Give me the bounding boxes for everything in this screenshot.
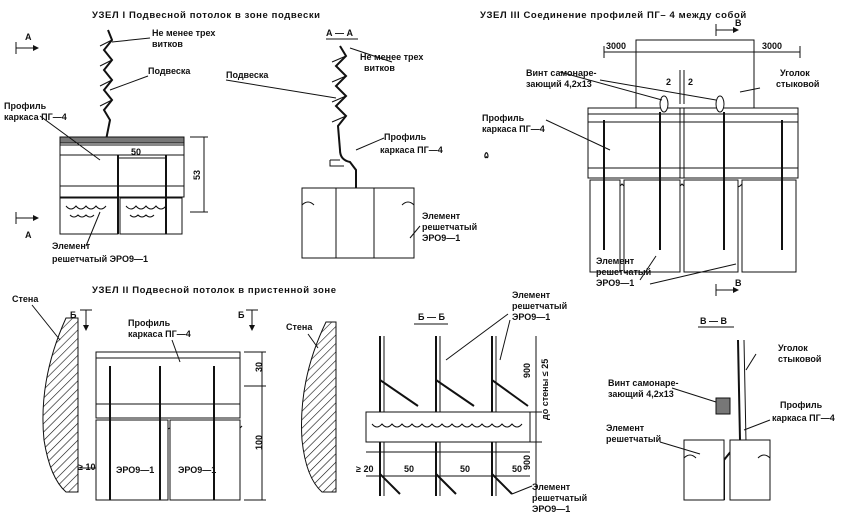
three-turns-label-1a: Не менее трех (152, 28, 215, 38)
profile-label-2a: Профиль (128, 318, 171, 328)
grating-label-1a: Элемент (52, 241, 91, 251)
section-mark-a-bottom: А (25, 230, 32, 240)
three-turns-label-2a: Не менее трех (360, 52, 423, 62)
grating-label-bb-e: решетчатый (532, 493, 587, 503)
hanger-wire-aa (334, 45, 357, 241)
code-label-left: ЭРО9—1 (116, 465, 154, 475)
hanger-label-aa: Подвеска (226, 70, 269, 80)
dim-50-b: 50 (460, 464, 470, 474)
grating-label-bb-c: ЭРО9—1 (512, 312, 550, 322)
dim-53: 53 (192, 170, 202, 180)
three-turns-label-2b: витков (364, 63, 395, 73)
screw-label-3b: зающий 4,2х13 (526, 79, 592, 89)
angle-label-3a: Уголок (780, 68, 810, 78)
screw-right (715, 95, 725, 113)
screw-label-vv-b: зающий 4,2х13 (608, 389, 674, 399)
screw-label-vv-a: Винт самонаре- (608, 378, 678, 388)
wall-label-1: Стена (12, 294, 39, 304)
profile-label-3a: Профиль (482, 113, 525, 123)
dim-900-top: 900 (522, 363, 532, 378)
screw-label-3a: Винт самонаре- (526, 68, 596, 78)
dim-3000-left: 3000 (606, 41, 626, 51)
grating-label-1b: решетчатый ЭРО9—1 (52, 254, 148, 264)
node1-main-view: А А 50 53 Не менее трех (4, 28, 215, 264)
node2-main-view: Стена Б Б ЭРО9—1 ЭРО9—1 30 100 ≥ 10 Проф… (12, 294, 266, 501)
dim-50-node1: 50 (131, 147, 141, 157)
section-mark-v-bottom: В (735, 278, 742, 288)
profile-label-1a: Профиль (4, 101, 47, 111)
wall-hatch-bb (301, 321, 337, 493)
dim-20: ≥ 20 (356, 464, 373, 474)
grating-label-bb-f: ЭРО9—1 (532, 504, 570, 514)
screw-left (659, 95, 669, 113)
node3-main-view: В В 3000 3000 2 2 (482, 18, 819, 296)
dim-2-left: 2 (666, 77, 671, 87)
grating-label-3b: решетчатый (596, 267, 651, 277)
grating-label-3c: ЭРО9—1 (596, 278, 634, 288)
section-vv-view: В — В Уголок стыковой Винт самонаре- заю… (606, 316, 835, 501)
grating-label-aa-a: Элемент (422, 211, 461, 221)
dim-30: 30 (254, 362, 264, 372)
screw-vv (715, 397, 731, 415)
svg-text:۵: ۵ (484, 150, 489, 160)
three-turns-label-1b: витков (152, 39, 183, 49)
grating-label-vv-b: решетчатый (606, 434, 661, 444)
grating-label-bb-a: Элемент (512, 290, 551, 300)
profile-label-aa-b: каркаса ПГ—4 (380, 145, 443, 155)
grating-label-aa-b: решетчатый (422, 222, 477, 232)
profile-label-2b: каркаса ПГ—4 (128, 329, 191, 339)
code-label-right: ЭРО9—1 (178, 465, 216, 475)
angle-label-vv-b: стыковой (778, 354, 821, 364)
dim-3000-right: 3000 (762, 41, 782, 51)
grating-label-vv-a: Элемент (606, 423, 645, 433)
grating-element (59, 197, 183, 235)
section-mark-v-top: В (735, 18, 742, 28)
section-vv-title: В — В (700, 316, 728, 326)
profile-label-1b: каркаса ПГ—4 (4, 112, 67, 122)
grating-label-bb-d: Элемент (532, 482, 571, 492)
angle-label-3b: стыковой (776, 79, 819, 89)
profile-pg4-joint (587, 107, 799, 179)
angle-label-vv-a: Уголок (778, 343, 808, 353)
section-aa-title: А — А (326, 28, 354, 38)
profile-label-aa-a: Профиль (384, 132, 427, 142)
dim-900-bottom: 900 (522, 455, 532, 470)
node3-title: УЗЕЛ III Соединение профилей ПГ– 4 между… (480, 10, 747, 21)
dim-10: ≥ 10 (78, 462, 95, 472)
profile-label-3b: каркаса ПГ—4 (482, 124, 545, 134)
section-mark-b-right: Б (238, 310, 245, 320)
dim-to-wall: до стены ≤ 25 (540, 359, 550, 420)
dim-2-right: 2 (688, 77, 693, 87)
dim-50-c: 50 (512, 464, 522, 474)
profile-label-vv-a: Профиль (780, 400, 823, 410)
wall-hatch (42, 317, 79, 493)
grating-label-bb-b: решетчатый (512, 301, 567, 311)
section-aa-view: А — А Не менее трех витков Подвеска Проф… (225, 28, 489, 259)
section-bb-title: Б — Б (418, 312, 445, 322)
dim-100: 100 (254, 435, 264, 450)
grating-label-aa-c: ЭРО9—1 (422, 233, 460, 243)
section-bb-view: Стена Б — Б 900 900 до стены ≤ 25 ≥ 20 5… (286, 290, 587, 514)
grating-label-3a: Элемент (596, 256, 635, 266)
section-mark-b-left: Б (70, 310, 77, 320)
wall-label-2: Стена (286, 322, 313, 332)
profile-pg4 (59, 136, 185, 198)
hanger-label-1: Подвеска (148, 66, 191, 76)
node1-title: УЗЕЛ I Подвесной потолок в зоне подвески (92, 10, 321, 21)
section-mark-a-top: А (25, 32, 32, 42)
node2-title: УЗЕЛ II Подвесной потолок в пристенной з… (92, 285, 337, 296)
profile-label-vv-b: каркаса ПГ—4 (772, 413, 835, 423)
dim-50-a: 50 (404, 464, 414, 474)
